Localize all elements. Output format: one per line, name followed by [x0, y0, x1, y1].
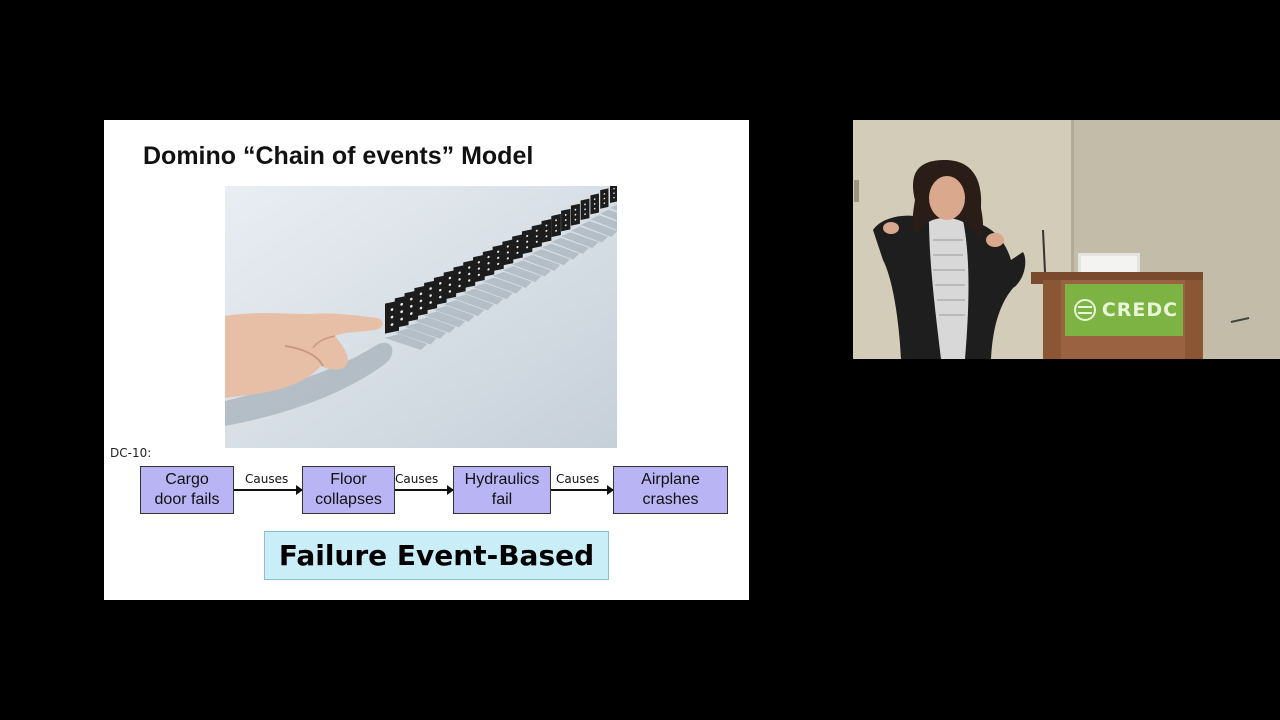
causes-label: Causes: [395, 472, 439, 486]
credc-logo-text: CREDC: [1101, 299, 1179, 321]
flow-box-line: door fails: [154, 491, 220, 508]
flow-box-line: fail: [491, 491, 513, 508]
arrow-icon: [234, 485, 303, 495]
flow-box-hydraulics: Hydraulics fail: [453, 466, 551, 514]
flow-box-line: Cargo: [165, 471, 209, 488]
credc-logo-icon: [1073, 299, 1096, 321]
flow-box-cargo-door: Cargo door fails: [140, 466, 234, 514]
flow-box-line: Floor: [330, 471, 367, 488]
credc-logo: CREDC: [1070, 288, 1182, 332]
slide-title: Domino “Chain of events” Model: [143, 142, 534, 170]
speaker-video: CREDC: [853, 120, 1280, 359]
flow-box-airplane: Airplane crashes: [613, 466, 728, 514]
presentation-slide: Domino “Chain of events” Model DC-10: Ca…: [104, 120, 749, 600]
causes-label: Causes: [556, 472, 600, 486]
flow-box-line: Hydraulics: [464, 471, 540, 488]
flow-box-line: crashes: [642, 491, 699, 508]
flow-box-floor: Floor collapses: [302, 466, 395, 514]
flow-box-line: Airplane: [641, 471, 700, 488]
arrow-icon: [551, 485, 614, 495]
domino-photo: [225, 186, 617, 448]
flow-box-line: collapses: [315, 491, 382, 508]
arrow-icon: [395, 485, 454, 495]
causes-label: Causes: [245, 472, 289, 486]
failure-banner: Failure Event-Based: [264, 531, 609, 580]
dc10-label: DC-10:: [110, 446, 152, 460]
